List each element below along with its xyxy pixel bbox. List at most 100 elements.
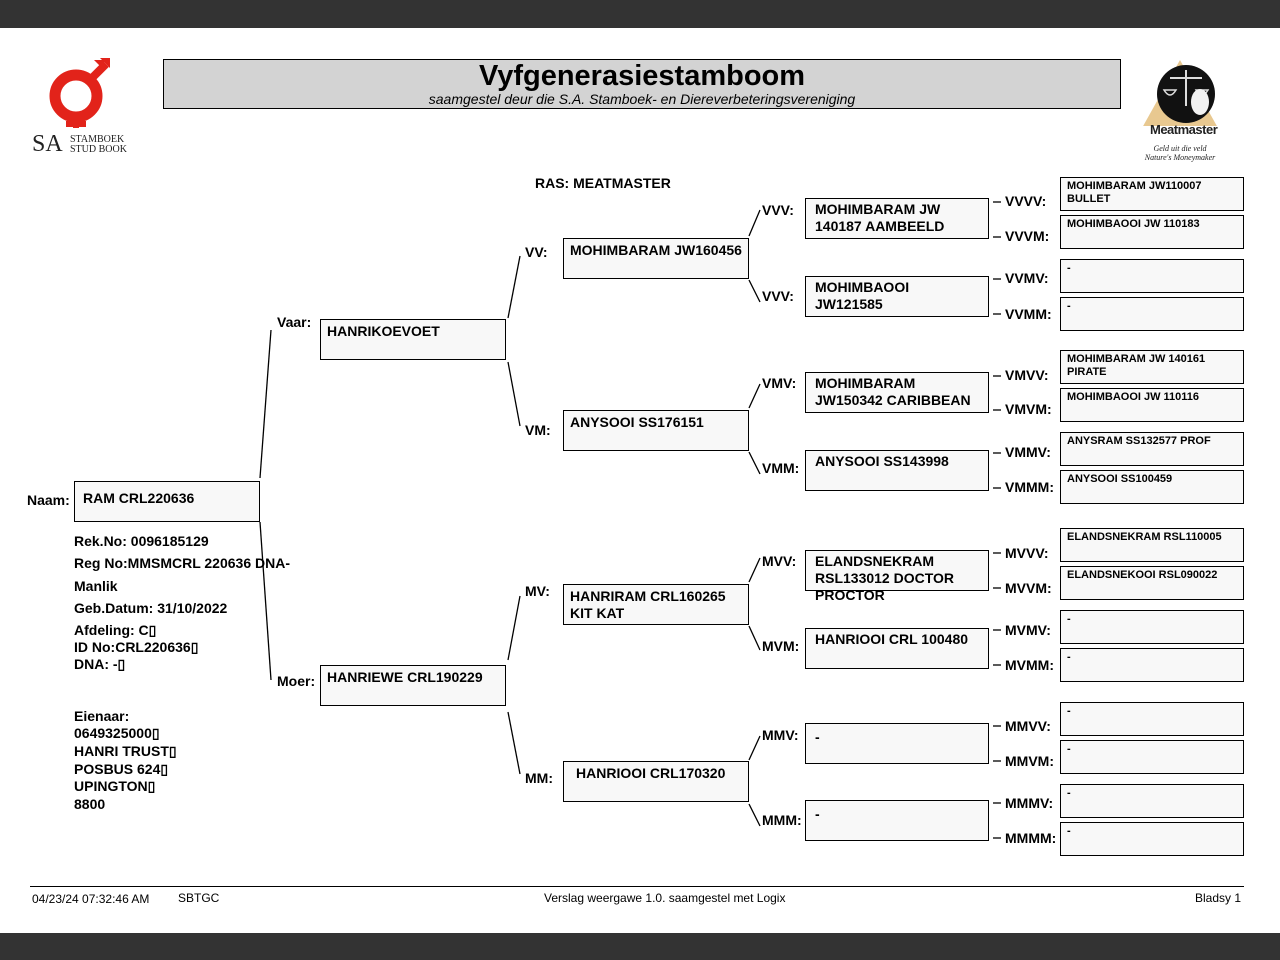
mmmv-label: MMMV: xyxy=(1005,795,1054,811)
sire-box: HANRIKOEVOET xyxy=(320,319,506,360)
mvv-box: ELANDSNEKRAM RSL133012 DOCTOR PROCTOR xyxy=(805,550,989,603)
mv-box: HANRIRAM CRL160265 KIT KAT xyxy=(563,584,749,625)
vvmm-label: VVMM: xyxy=(1005,306,1052,322)
owner-label: Eienaar: xyxy=(74,708,130,724)
mmv-name: - xyxy=(815,729,820,745)
mvv-label: MVV: xyxy=(762,553,797,569)
sa-studbook-logo: SA STAMBOEK STUD BOOK xyxy=(30,58,140,158)
vvmm-name: - xyxy=(1067,300,1071,312)
mvvv-label: MVVV: xyxy=(1005,545,1049,561)
animal-name: RAM CRL220636 xyxy=(83,490,195,506)
vvv-name: MOHIMBARAM JW 140187 AAMBEELD xyxy=(815,201,945,234)
naam-label: Naam: xyxy=(27,492,70,508)
vvvm-name: MOHIMBAOOI JW 110183 xyxy=(1067,218,1200,230)
vvmv-name: - xyxy=(1067,262,1071,274)
vmvm-name: MOHIMBAOOI JW 110116 xyxy=(1067,391,1200,403)
animal-name-box: RAM CRL220636 xyxy=(74,481,260,522)
breed-label: RAS: MEATMASTER xyxy=(535,175,671,191)
vv-name: MOHIMBARAM JW160456 xyxy=(570,242,742,258)
scale-emblem-icon xyxy=(1143,60,1217,126)
sex: Manlik xyxy=(74,578,118,594)
vmvv-name: MOHIMBARAM JW 140161 PIRATE xyxy=(1067,353,1206,378)
mmvm-name: - xyxy=(1067,743,1071,755)
mvmm-label: MVMM: xyxy=(1005,657,1054,673)
vvvv-box: MOHIMBARAM JW110007 BULLET xyxy=(1060,177,1244,211)
mmmm-name: - xyxy=(1067,825,1071,837)
bottom-frame-bar xyxy=(0,933,1280,960)
vmmv-box: ANYSRAM SS132577 PROF xyxy=(1060,432,1244,466)
birth-date: Geb.Datum: 31/10/2022 xyxy=(74,600,228,616)
dna: DNA: -▯ xyxy=(74,656,126,672)
top-frame-bar xyxy=(0,0,1280,28)
vmv-label: VMV: xyxy=(762,375,797,391)
mmvv-box: - xyxy=(1060,702,1244,736)
vm-box: ANYSOOI SS176151 xyxy=(563,410,749,451)
mvvm-name: ELANDSNEKOOI RSL090022 xyxy=(1067,569,1218,581)
mmvv-label: MMVV: xyxy=(1005,718,1051,734)
afdeling: Afdeling: C▯ xyxy=(74,622,157,638)
vaar-label: Vaar: xyxy=(277,314,312,330)
vmm-box: ANYSOOI SS143998 xyxy=(805,450,989,491)
reg-no: Reg No:MMSMCRL 220636 DNA- xyxy=(74,555,290,571)
owner-name: HANRI TRUST▯ xyxy=(74,743,177,759)
gender-symbol-icon xyxy=(49,58,110,128)
vmmm-box: ANYSOOI SS100459 xyxy=(1060,470,1244,504)
mmm-name: - xyxy=(815,806,820,822)
report-title: Vyfgenerasiestamboom xyxy=(478,60,806,92)
vvv-label: VVV: xyxy=(762,202,794,218)
owner-town: UPINGTON▯ xyxy=(74,778,156,794)
vvmv-box: - xyxy=(1060,259,1244,293)
vvm-name: MOHIMBAOOI JW121585 xyxy=(815,279,910,312)
report-title-box: Vyfgenerasiestamboom saamgestel deur die… xyxy=(163,59,1121,109)
mmm-box: - xyxy=(805,800,989,841)
owner-code: 8800 xyxy=(74,796,106,812)
mvm-box: HANRIOOI CRL 100480 xyxy=(805,628,989,669)
dam-box: HANRIEWE CRL190229 xyxy=(320,665,506,706)
id-no: ID No:CRL220636▯ xyxy=(74,639,199,655)
mvvv-box: ELANDSNEKRAM RSL110005 xyxy=(1060,528,1244,562)
vv-label: VV: xyxy=(525,244,548,260)
mvmm-box: - xyxy=(1060,648,1244,682)
vmv-box: MOHIMBARAM JW150342 CARIBBEAN xyxy=(805,372,989,413)
vvv-box: MOHIMBARAM JW 140187 AAMBEELD xyxy=(805,198,989,239)
footer-divider xyxy=(30,886,1244,887)
report-subtitle: saamgestel deur die S.A. Stamboek- en Di… xyxy=(428,91,856,107)
mvvv-name: ELANDSNEKRAM RSL110005 xyxy=(1067,531,1222,543)
mvmv-box: - xyxy=(1060,610,1244,644)
vvvv-name: MOHIMBARAM JW110007 BULLET xyxy=(1067,180,1202,205)
mv-name: HANRIRAM CRL160265 KIT KAT xyxy=(570,588,726,621)
vvvv-label: VVVV: xyxy=(1005,193,1047,209)
logo-studbook-text: STAMBOEK STUD BOOK xyxy=(70,134,127,155)
logo-sa-text: SA xyxy=(32,131,63,157)
vmm-label: VMM: xyxy=(762,460,800,476)
vmm-name: ANYSOOI SS143998 xyxy=(815,453,949,469)
mvm-label: MVM: xyxy=(762,638,800,654)
footer-datetime: 04/23/24 07:32:46 AM xyxy=(32,892,150,906)
mvvm-box: ELANDSNEKOOI RSL090022 xyxy=(1060,566,1244,600)
mmm-label: MMM: xyxy=(762,812,802,828)
owner-box: POSBUS 624▯ xyxy=(74,761,169,777)
vmvm-label: VMVM: xyxy=(1005,401,1052,417)
mmv-label: MMV: xyxy=(762,727,799,743)
footer-page: Bladsy 1 xyxy=(1195,891,1242,905)
meatmaster-brand: Meatmaster xyxy=(1150,122,1218,137)
vvmv-label: VVMV: xyxy=(1005,270,1049,286)
mmvm-box: - xyxy=(1060,740,1244,774)
meatmaster-tagline: Geld uit die veld Nature's Moneymaker xyxy=(1144,144,1216,162)
mmmv-name: - xyxy=(1067,787,1071,799)
sire-name: HANRIKOEVOET xyxy=(327,323,440,339)
vm-name: ANYSOOI SS176151 xyxy=(570,414,704,430)
footer-code: SBTGC xyxy=(178,891,220,905)
mm-name: HANRIOOI CRL170320 xyxy=(576,765,726,781)
vvvm-label: VVVM: xyxy=(1005,228,1050,244)
vvm-box: MOHIMBAOOI JW121585 xyxy=(805,276,989,317)
vmv-name: MOHIMBARAM JW150342 CARIBBEAN xyxy=(815,375,971,408)
vmmv-label: VMMV: xyxy=(1005,444,1051,460)
mvv-name: ELANDSNEKRAM RSL133012 DOCTOR PROCTOR xyxy=(815,553,955,603)
mm-box: HANRIOOI CRL170320 xyxy=(563,761,749,802)
vmmm-label: VMMM: xyxy=(1005,479,1054,495)
vm-label: VM: xyxy=(525,422,551,438)
vmvm-box: MOHIMBAOOI JW 110116 xyxy=(1060,388,1244,422)
mvmm-name: - xyxy=(1067,651,1071,663)
